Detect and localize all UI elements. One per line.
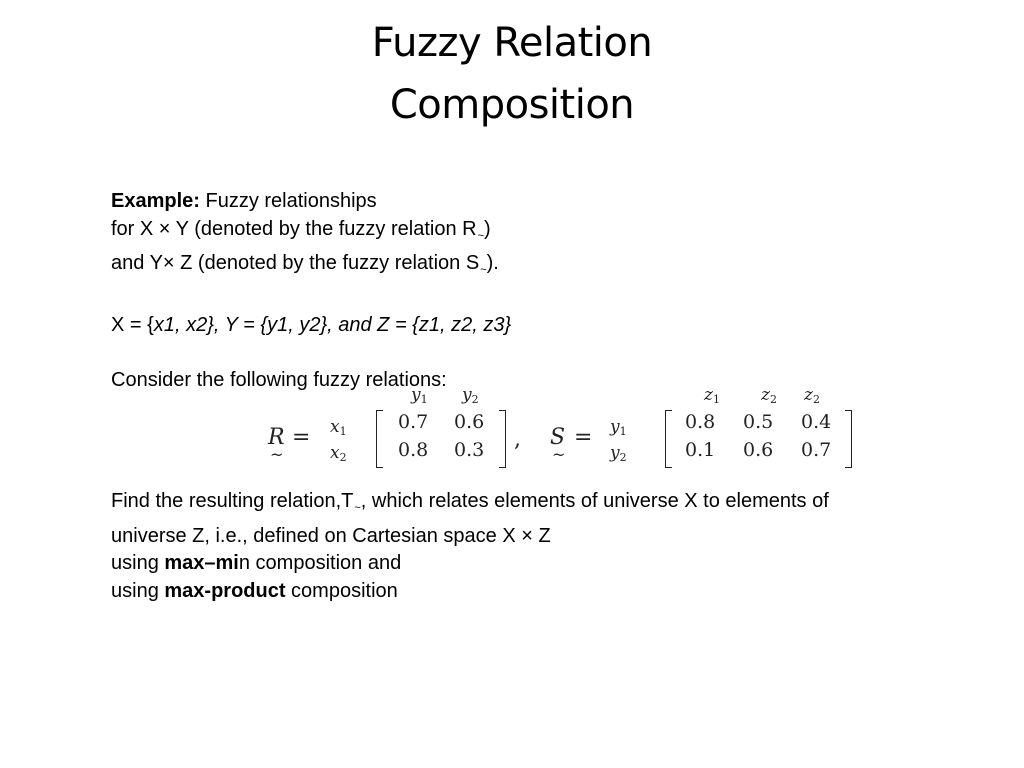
matrix-r-cell: 0.7 (398, 411, 429, 433)
set-x-label: X (111, 314, 125, 336)
matrix-s-cell: 0.1 (685, 439, 716, 461)
matrix-r-col-header-1: y1 (411, 385, 428, 406)
matrix-r-right-bracket (499, 410, 506, 468)
max-product-line: using max-product composition (111, 578, 971, 606)
matrix-r-equals: = (292, 425, 311, 450)
max-product-rest: composition (285, 579, 398, 602)
matrix-s-row-header-2: y2 (610, 443, 627, 464)
max-min-term: max–mi (164, 552, 239, 574)
equals-sign: = { (124, 314, 154, 336)
matrix-s-equals: = (574, 425, 593, 450)
matrix-r-col-header-2: y2 (462, 385, 479, 406)
spacer (111, 285, 971, 313)
find-text-cont: , which relates elements of universe X t… (360, 490, 829, 512)
relation-s-close: ). (486, 252, 499, 274)
max-product-term: max-product (164, 579, 286, 602)
find-line-2: universe Z, i.e., defined on Cartesian s… (111, 524, 551, 547)
matrix-s-tilde: ~ (552, 445, 566, 464)
matrix-r-name: R (268, 425, 285, 450)
find-line-1: Find the resulting relation,T~, which re… (111, 488, 971, 523)
slide-title-line-2: Composition (389, 82, 635, 128)
matrix-r-cell: 0.3 (454, 439, 485, 461)
example-line: Example: Fuzzy relationships (111, 188, 971, 216)
matrix-s-right-bracket (845, 410, 852, 468)
using-text: using (111, 552, 165, 574)
relation-r-line: for X × Y (denoted by the fuzzy relation… (111, 216, 971, 251)
matrix-r-tilde: ~ (270, 445, 284, 464)
matrix-s-cell: 0.5 (743, 411, 774, 433)
matrix-separator-comma: , (514, 427, 521, 452)
tilde-mark: ~ (477, 229, 485, 242)
slide-body: Example: Fuzzy relationships for X × Y (… (111, 188, 971, 395)
tilde-mark: ~ (354, 502, 361, 514)
max-min-rest: n composition and (238, 552, 402, 574)
equals-sign: = { (237, 314, 268, 336)
example-text: Fuzzy relationships (199, 190, 377, 212)
sets-definition-line: X = {x1, x2}, Y = {y1, y2}, and Z = {z1,… (111, 312, 971, 340)
tilde-mark: ~ (480, 264, 487, 276)
relation-r-text: for X × Y (denoted by the fuzzy relation… (111, 217, 477, 240)
matrix-s-cell: 0.8 (685, 411, 716, 433)
matrix-s-col-header-1: z1 (704, 385, 720, 406)
matrix-r-cell: 0.8 (398, 439, 429, 461)
matrix-r-left-bracket (376, 410, 383, 468)
set-y-elements: y1, y2}, and Z (267, 314, 390, 336)
matrix-s-col-header-3: z2 (804, 385, 820, 406)
set-x-elements: x1, x2}, Y (153, 314, 238, 336)
relation-r-close: ) (484, 217, 491, 240)
matrix-r-row-header-2: x2 (330, 443, 347, 464)
relation-s-line: and Y× Z (denoted by the fuzzy relation … (111, 250, 971, 285)
matrix-s-left-bracket (665, 410, 672, 468)
max-min-line: using max–min composition and (111, 550, 971, 578)
find-text: Find the resulting relation,T (111, 490, 354, 512)
matrices-figure: R ~ = y1 y2 x1 x2 0.7 0.6 0.8 0.3 , S ~ … (258, 383, 878, 473)
matrix-s-cell: 0.6 (743, 439, 774, 461)
matrix-s-name: S (550, 425, 566, 450)
matrix-s-cell: 0.7 (801, 439, 832, 461)
using-text: using (111, 579, 165, 602)
matrix-s-cell: 0.4 (801, 411, 832, 433)
matrix-r-cell: 0.6 (454, 411, 485, 433)
matrix-s-row-header-1: y1 (610, 417, 627, 438)
relation-s-text: and Y× Z (denoted by the fuzzy relation … (111, 252, 480, 274)
matrix-r-row-header-1: x1 (330, 417, 347, 438)
spacer (111, 340, 971, 368)
set-z-elements: z1, z2, z3} (418, 314, 512, 336)
slide-title: Fuzzy Relation Composition (0, 12, 1024, 136)
example-label: Example: (111, 190, 200, 212)
consider-line: Consider the following fuzzy relations: (111, 369, 447, 391)
task-text: Find the resulting relation,T~, which re… (111, 488, 971, 605)
slide-title-line-1: Fuzzy Relation (371, 20, 653, 66)
equals-sign: = { (389, 314, 419, 336)
matrix-s-col-header-2: z2 (761, 385, 777, 406)
